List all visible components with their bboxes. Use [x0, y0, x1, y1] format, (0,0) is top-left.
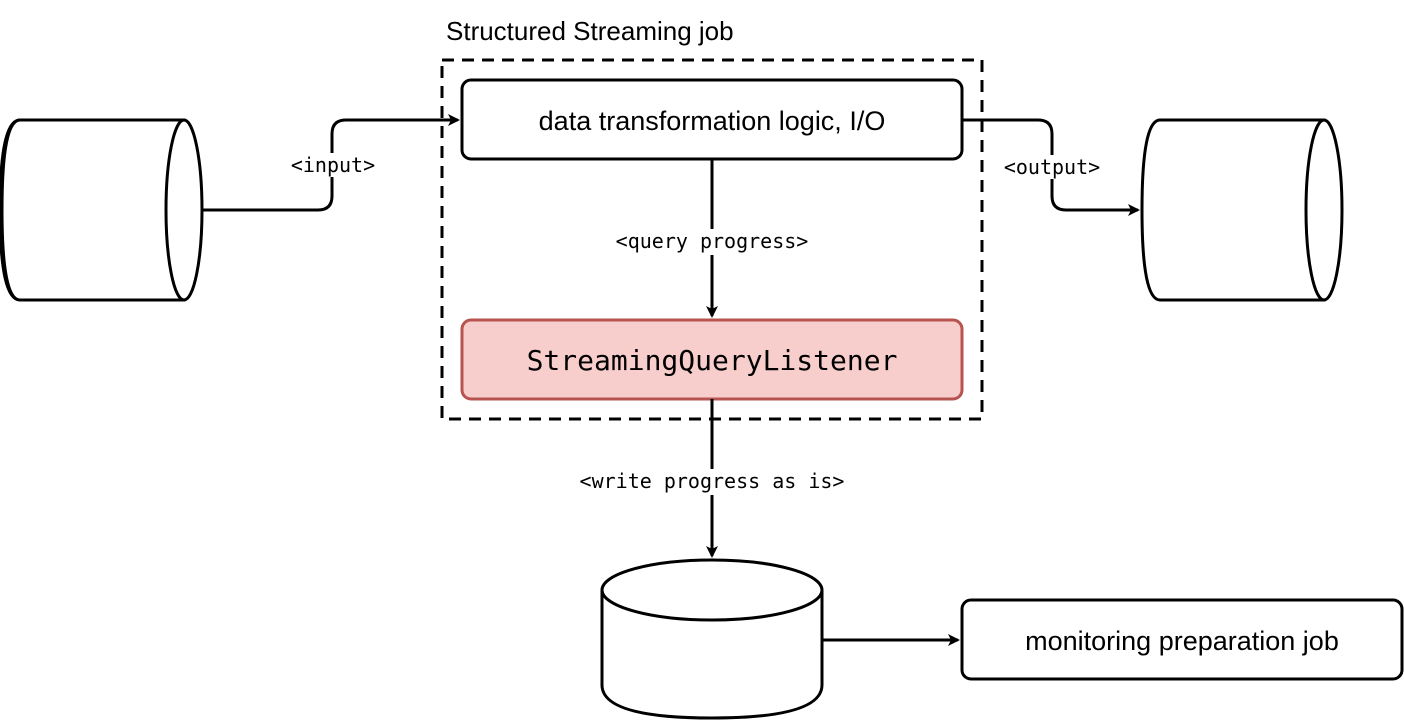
transform-node-label: data transformation logic, I/O	[539, 106, 886, 136]
input-edge-label: <input>	[291, 153, 375, 177]
write-progress-edge-label: <write progress as is>	[580, 469, 845, 493]
query-progress-edge-label: <query progress>	[616, 229, 809, 253]
listener-node-label: StreamingQueryListener	[527, 344, 898, 377]
monitoring-job-label: monitoring preparation job	[1025, 626, 1339, 656]
progress-storage-cylinder[interactable]	[600, 558, 824, 720]
streaming-query-listener-node[interactable]: StreamingQueryListener	[460, 318, 964, 401]
output-edge-label: <output>	[1004, 155, 1100, 179]
output-sink-cylinder[interactable]	[1140, 118, 1344, 302]
input-source-cylinder[interactable]	[0, 118, 204, 302]
transform-node[interactable]: data transformation logic, I/O	[460, 78, 964, 161]
monitoring-preparation-job-node[interactable]: monitoring preparation job	[960, 598, 1404, 681]
group-title: Structured Streaming job	[446, 16, 734, 46]
